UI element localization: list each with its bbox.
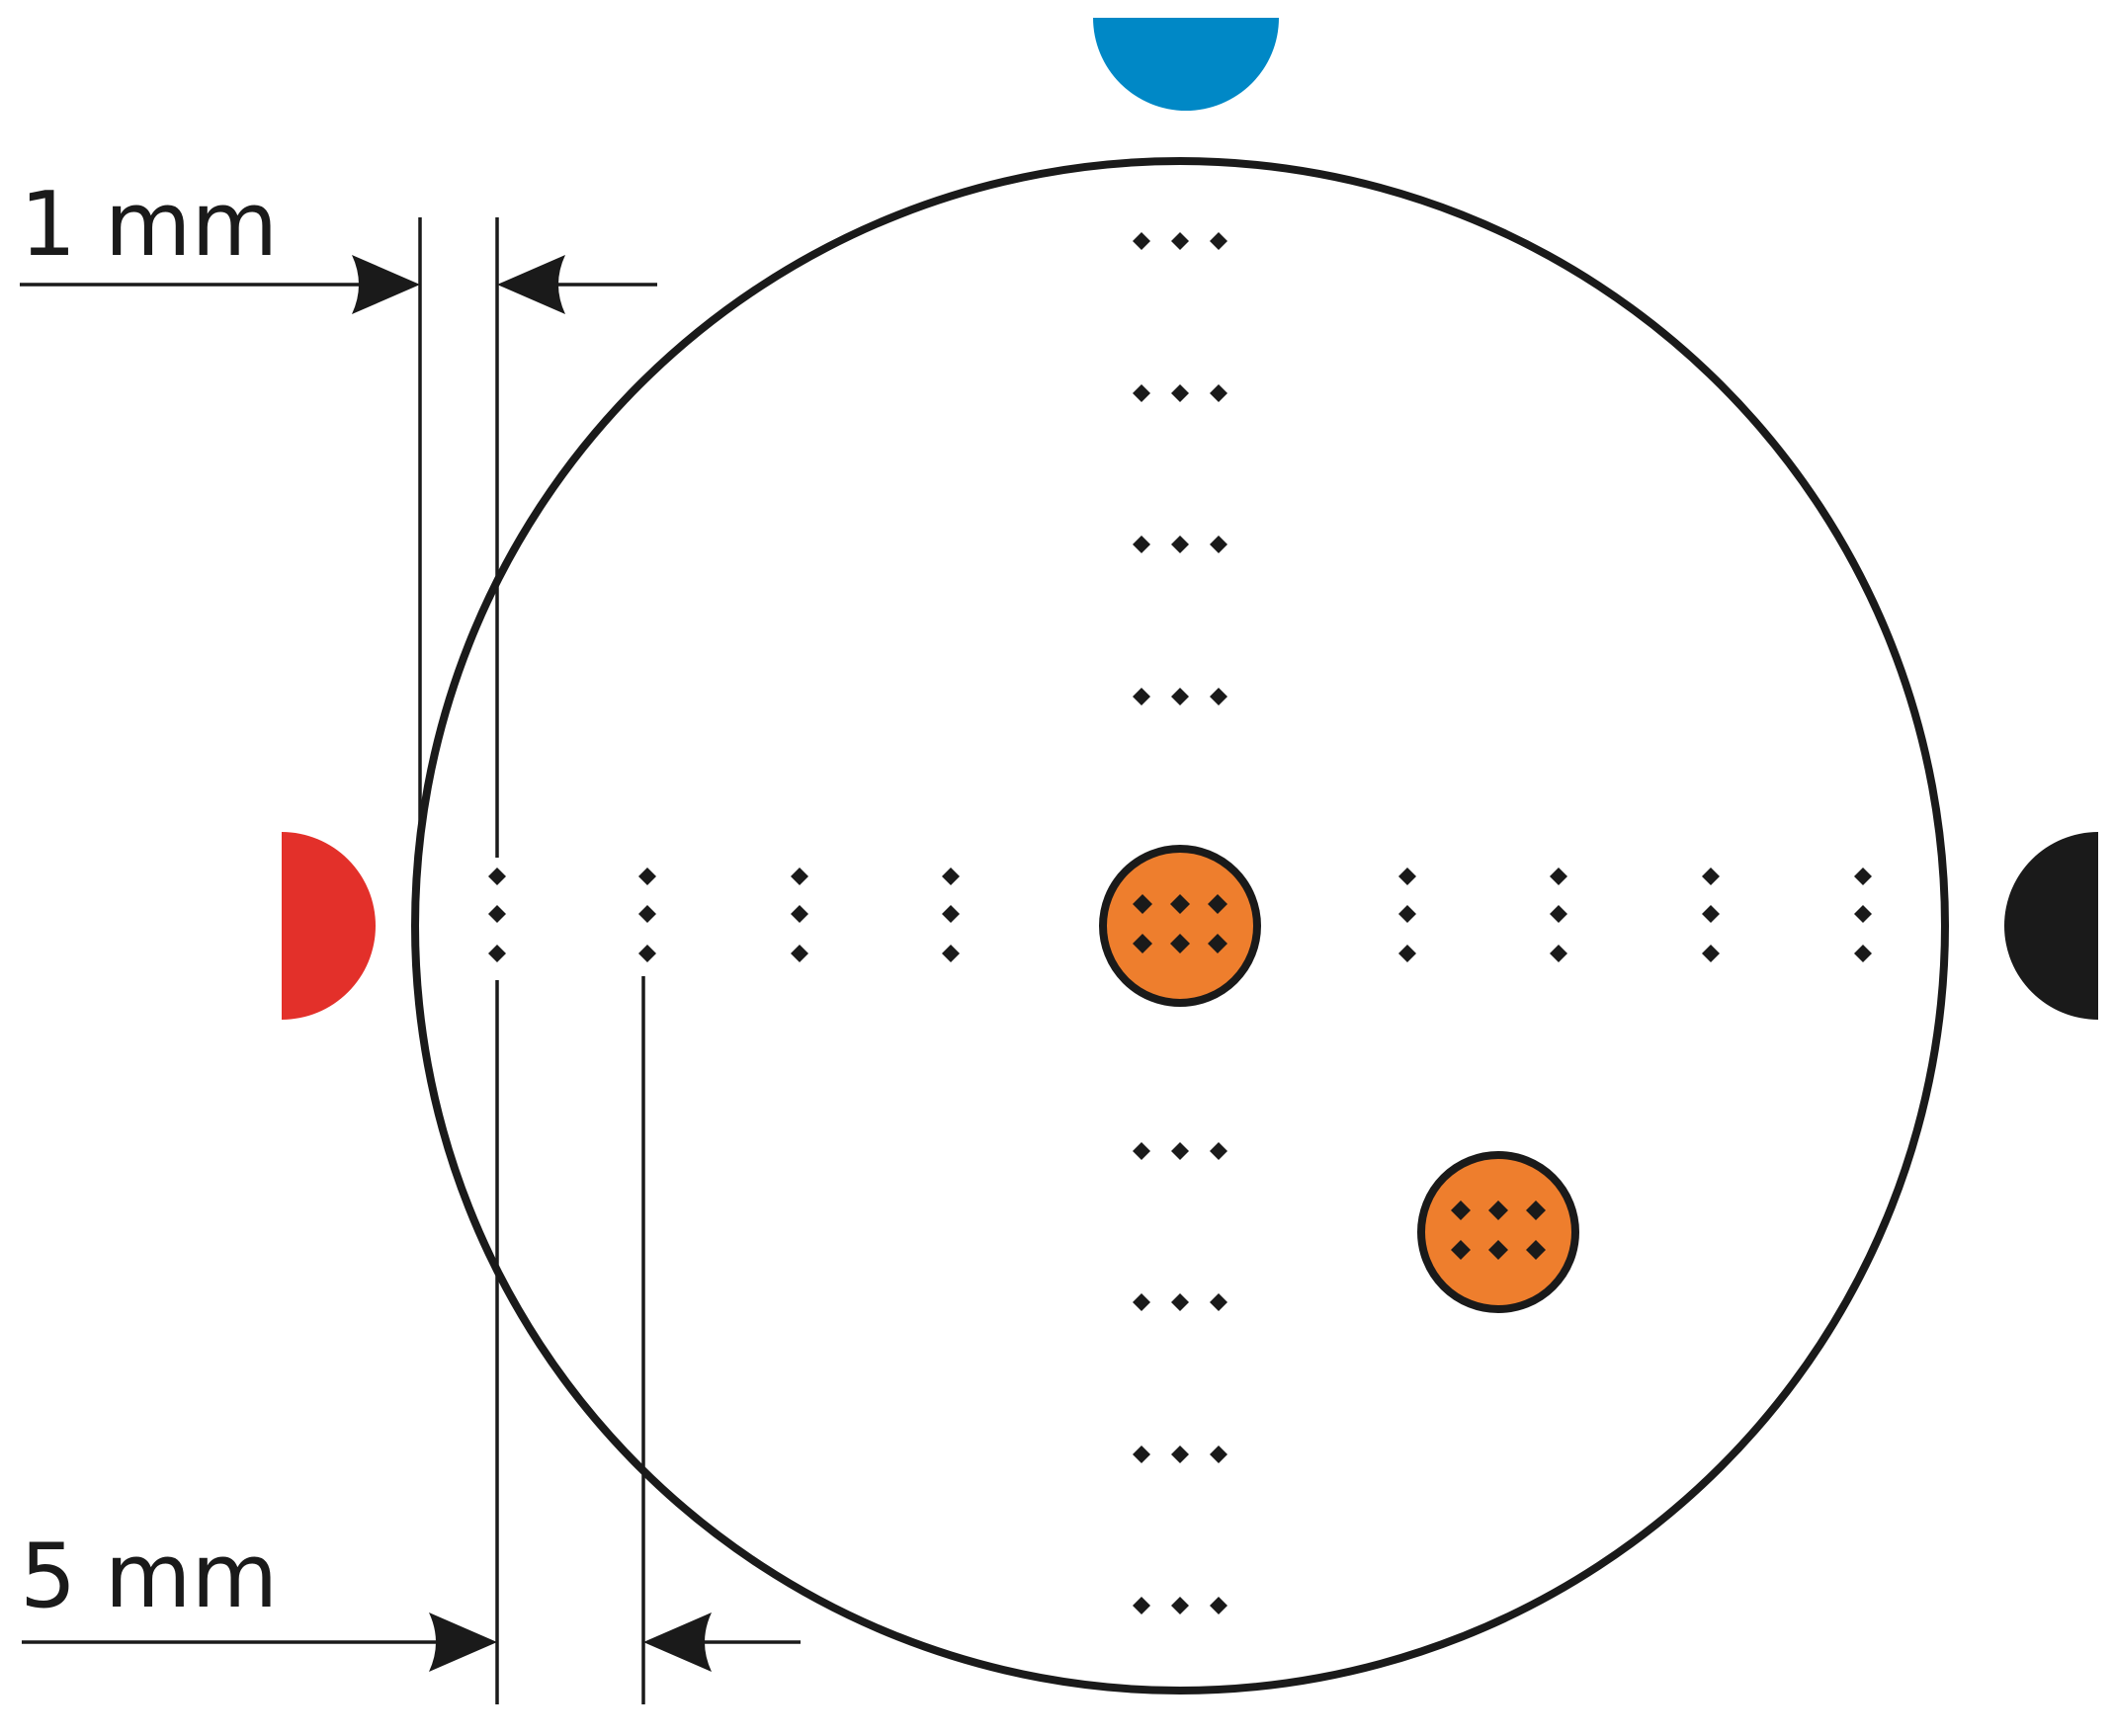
dot [1210,536,1227,553]
dimension-lines [20,217,801,1704]
dot [942,868,960,885]
dot [1171,1142,1189,1160]
arrowhead-5mm-right [429,1612,497,1672]
dot [1210,1446,1227,1463]
dot [1550,905,1567,923]
dot [1550,868,1567,885]
dot [1702,868,1720,885]
dot [1170,894,1190,914]
dot [1488,1200,1508,1220]
dot [1133,1446,1150,1463]
label-5mm: 5 mm [20,1525,278,1628]
dot [1451,1200,1471,1220]
dot [942,945,960,962]
dot [638,905,656,923]
dot [1398,868,1416,885]
dot [1210,384,1227,402]
dot [791,868,808,885]
dot [1210,688,1227,705]
dot [1133,894,1152,914]
dot [1854,945,1872,962]
dot [1171,384,1189,402]
dot [1171,688,1189,705]
dot [1208,894,1227,914]
dot [1550,945,1567,962]
arrowhead-1mm-left [497,255,565,314]
sample-spot-offset [1417,1151,1579,1313]
dot [1398,905,1416,923]
dot [1210,1293,1227,1311]
dot [1133,1293,1150,1311]
dot [488,868,506,885]
dot [791,905,808,923]
dot [1171,1597,1189,1614]
dot [1526,1240,1546,1260]
dot [1133,384,1150,402]
dot [791,945,808,962]
dot [488,945,506,962]
dot [1210,232,1227,250]
dot [1133,934,1152,953]
dot [1210,1597,1227,1614]
dot [1133,1142,1150,1160]
dot [1171,1293,1189,1311]
dot [1702,905,1720,923]
arrowhead-5mm-left [643,1612,712,1672]
label-1mm: 1 mm [20,173,278,277]
arrowhead-1mm-right [352,255,420,314]
dot [1133,536,1150,553]
dot [1208,934,1227,953]
dot [1702,945,1720,962]
dot [1133,232,1150,250]
dot [1171,536,1189,553]
electrode-left [282,832,376,1020]
dot [1526,1200,1546,1220]
dot [1133,688,1150,705]
dot [1171,1446,1189,1463]
dot [1170,934,1190,953]
dot [1854,905,1872,923]
dot [1854,868,1872,885]
dot [1398,945,1416,962]
dot [1488,1240,1508,1260]
dimension-arrowheads [352,255,712,1672]
dot-groups [488,232,1872,1614]
dot [1210,1142,1227,1160]
dot [638,945,656,962]
plate-circle [411,157,1949,1695]
dot [1451,1240,1471,1260]
dot [1171,232,1189,250]
dot [1133,1597,1150,1614]
electrode-right [2004,832,2098,1020]
dot [638,868,656,885]
electrode-top [1093,18,1279,111]
sample-spot-center [1099,845,1261,1007]
dot [942,905,960,923]
dot [488,905,506,923]
